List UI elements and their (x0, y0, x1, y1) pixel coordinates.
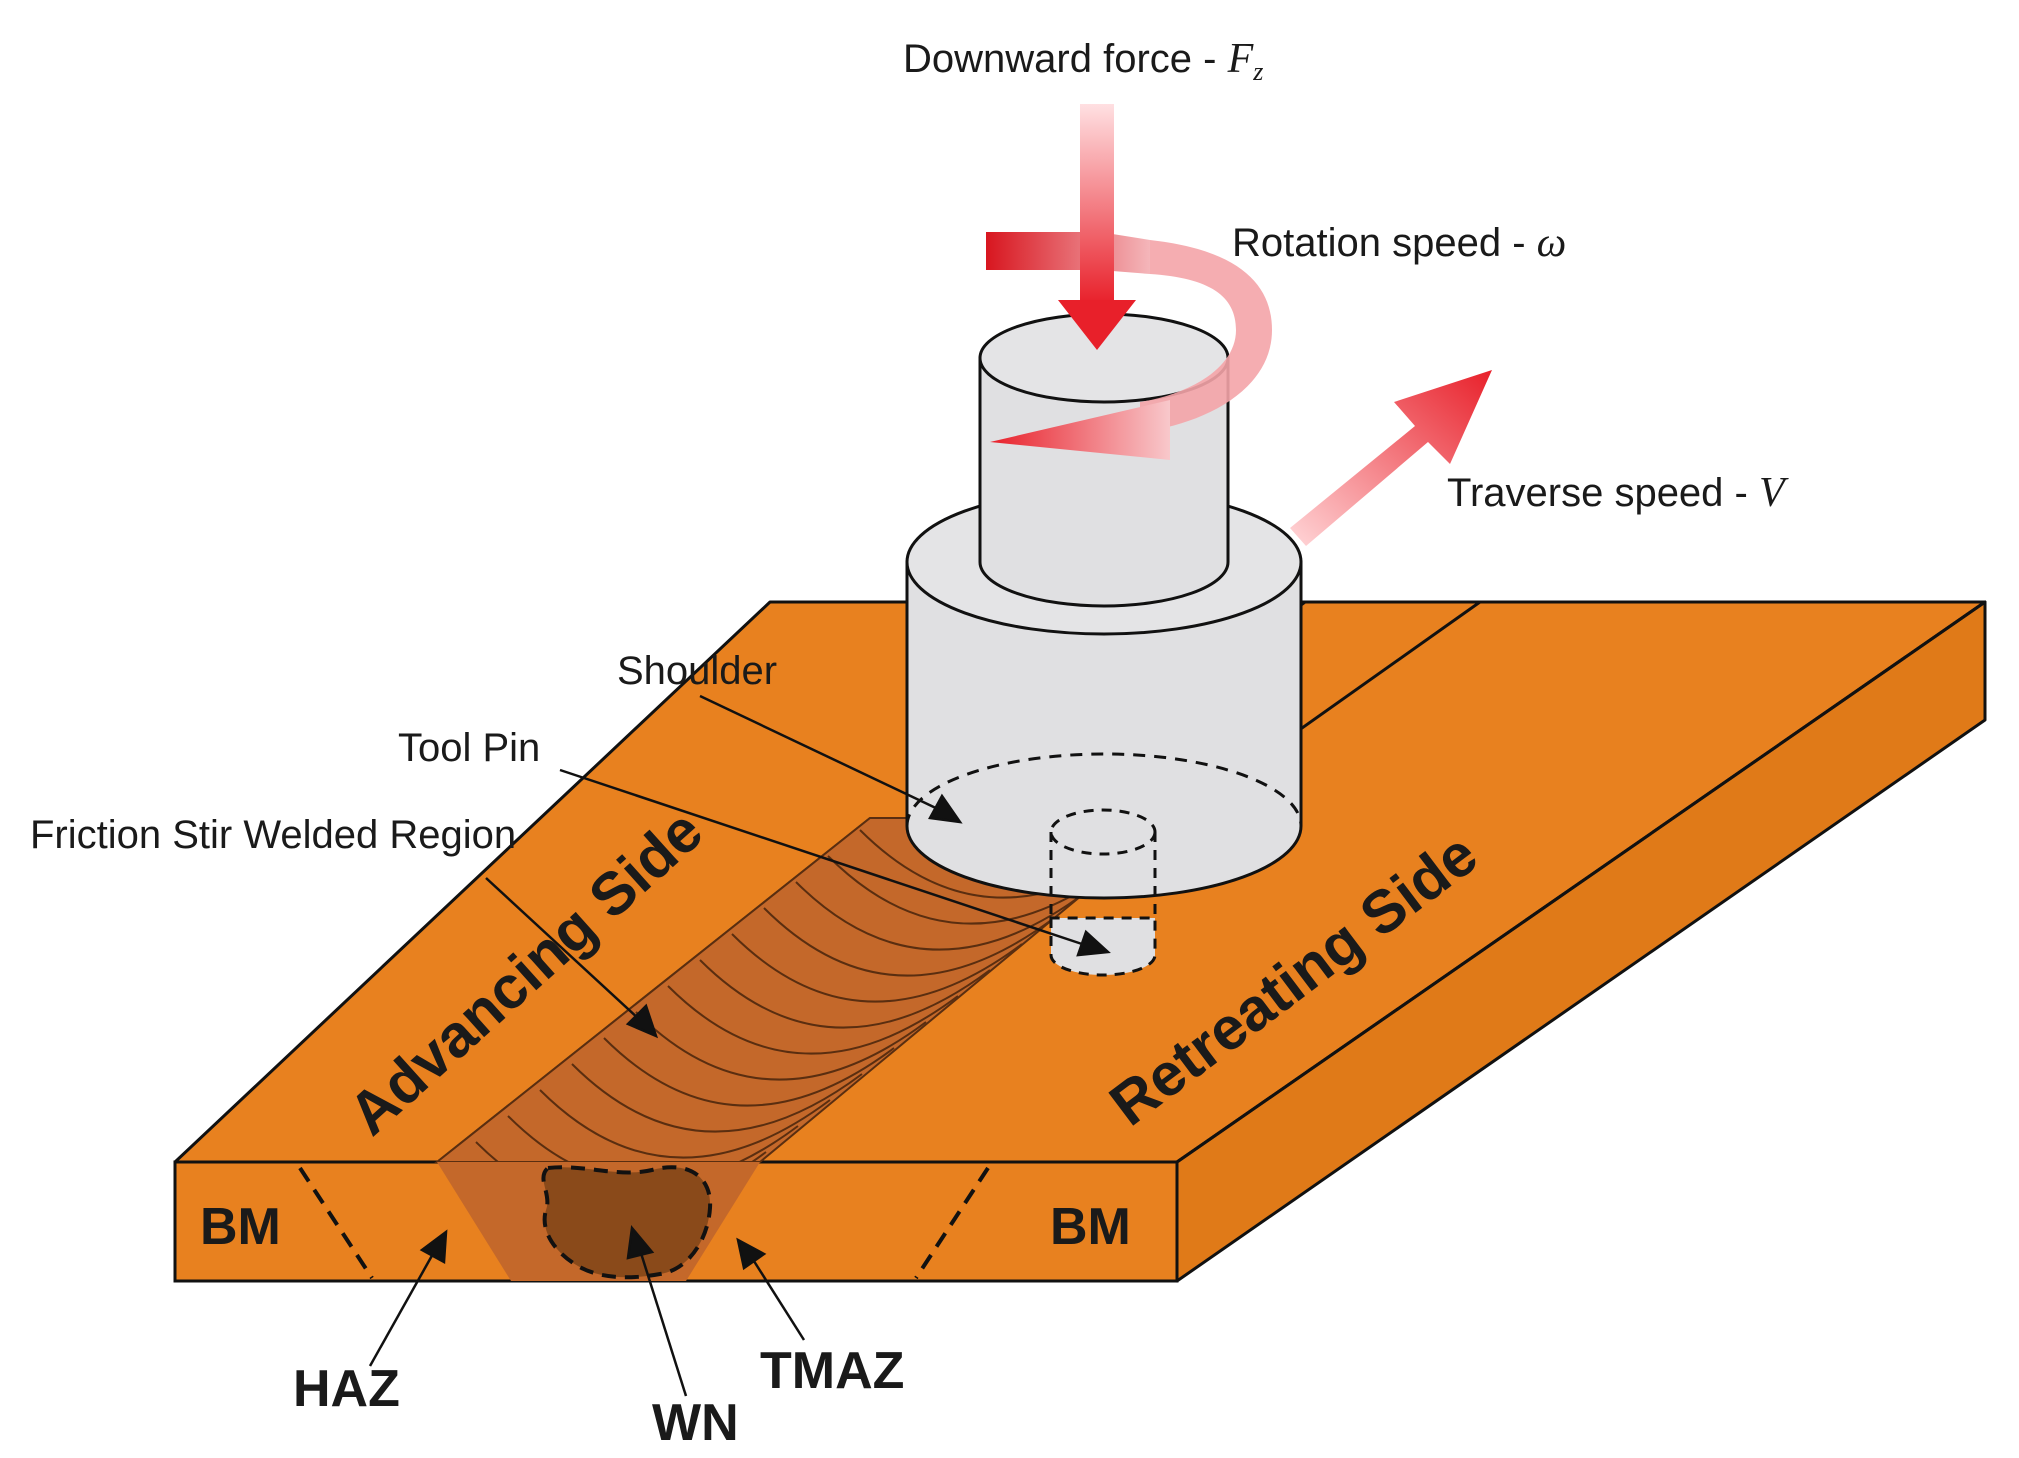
downward-force-label: Downward force - Fz (903, 36, 1263, 86)
traverse-speed-arrow (1290, 370, 1492, 546)
weld-ripple (731, 933, 1023, 1003)
weld-ripple (571, 1063, 863, 1133)
fsw-region-callout-line (485, 877, 641, 1021)
weld-ripple (507, 1115, 799, 1162)
wn-callout-line (638, 1249, 688, 1397)
rotation-arrow-head (990, 400, 1170, 460)
bm-right-label: BM (1050, 1198, 1131, 1256)
weld-ripple (699, 959, 991, 1029)
plate-right-edge-line (1176, 600, 1986, 1164)
bm-left-label: BM (200, 1198, 281, 1256)
downward-force-shaft (1080, 104, 1114, 304)
haz-boundary-left (298, 1166, 374, 1280)
tmaz-label: TMAZ (760, 1342, 904, 1400)
rotation-arrow-tail (986, 232, 1150, 274)
wn-label: WN (652, 1394, 739, 1452)
rotation-speed-label: Rotation speed - ω (1232, 220, 1566, 266)
haz-boundary-right (914, 1166, 990, 1280)
weld-seam (434, 817, 1178, 1163)
fsw-region-label: Friction Stir Welded Region (30, 813, 516, 857)
shoulder-callout-head (928, 793, 963, 824)
haz-label: HAZ (293, 1360, 400, 1418)
haz-callout-head (419, 1229, 448, 1265)
weld-ripple (539, 1089, 831, 1159)
weld-nugget-region (541, 1165, 713, 1280)
weld-ripple (795, 881, 1087, 951)
traverse-speed-arrow-shape (1290, 370, 1492, 546)
traverse-speed-label: Traverse speed - V (1447, 470, 1789, 516)
downward-force-arrow (1058, 104, 1136, 350)
shoulder-label: Shoulder (617, 649, 777, 693)
weld-ripple (603, 1037, 895, 1107)
shoulder-callout-line (699, 694, 941, 812)
tool-pin-callout-line (559, 768, 1086, 947)
tmaz-callout-line (750, 1257, 806, 1341)
fsw-region-callout-head (625, 1003, 659, 1039)
weld-cross-section (298, 1162, 990, 1281)
rotation-arrow-band (1140, 240, 1272, 432)
wn-callout-head (626, 1225, 655, 1260)
fsw-tool (905, 312, 1303, 977)
weld-ripple (635, 1011, 927, 1081)
shoulder-hidden-edge (905, 752, 1303, 827)
tool-shoulder (905, 560, 1303, 900)
tmaz-callout-head (736, 1237, 767, 1271)
tool-pin-label: Tool Pin (398, 726, 540, 770)
callouts (368, 694, 1111, 1397)
tool-pin-callout-head (1076, 929, 1111, 957)
downward-force-head (1058, 300, 1136, 350)
haz-callout-line (368, 1251, 436, 1367)
weld-ripple (763, 907, 1055, 977)
weld-ripple (667, 985, 959, 1055)
